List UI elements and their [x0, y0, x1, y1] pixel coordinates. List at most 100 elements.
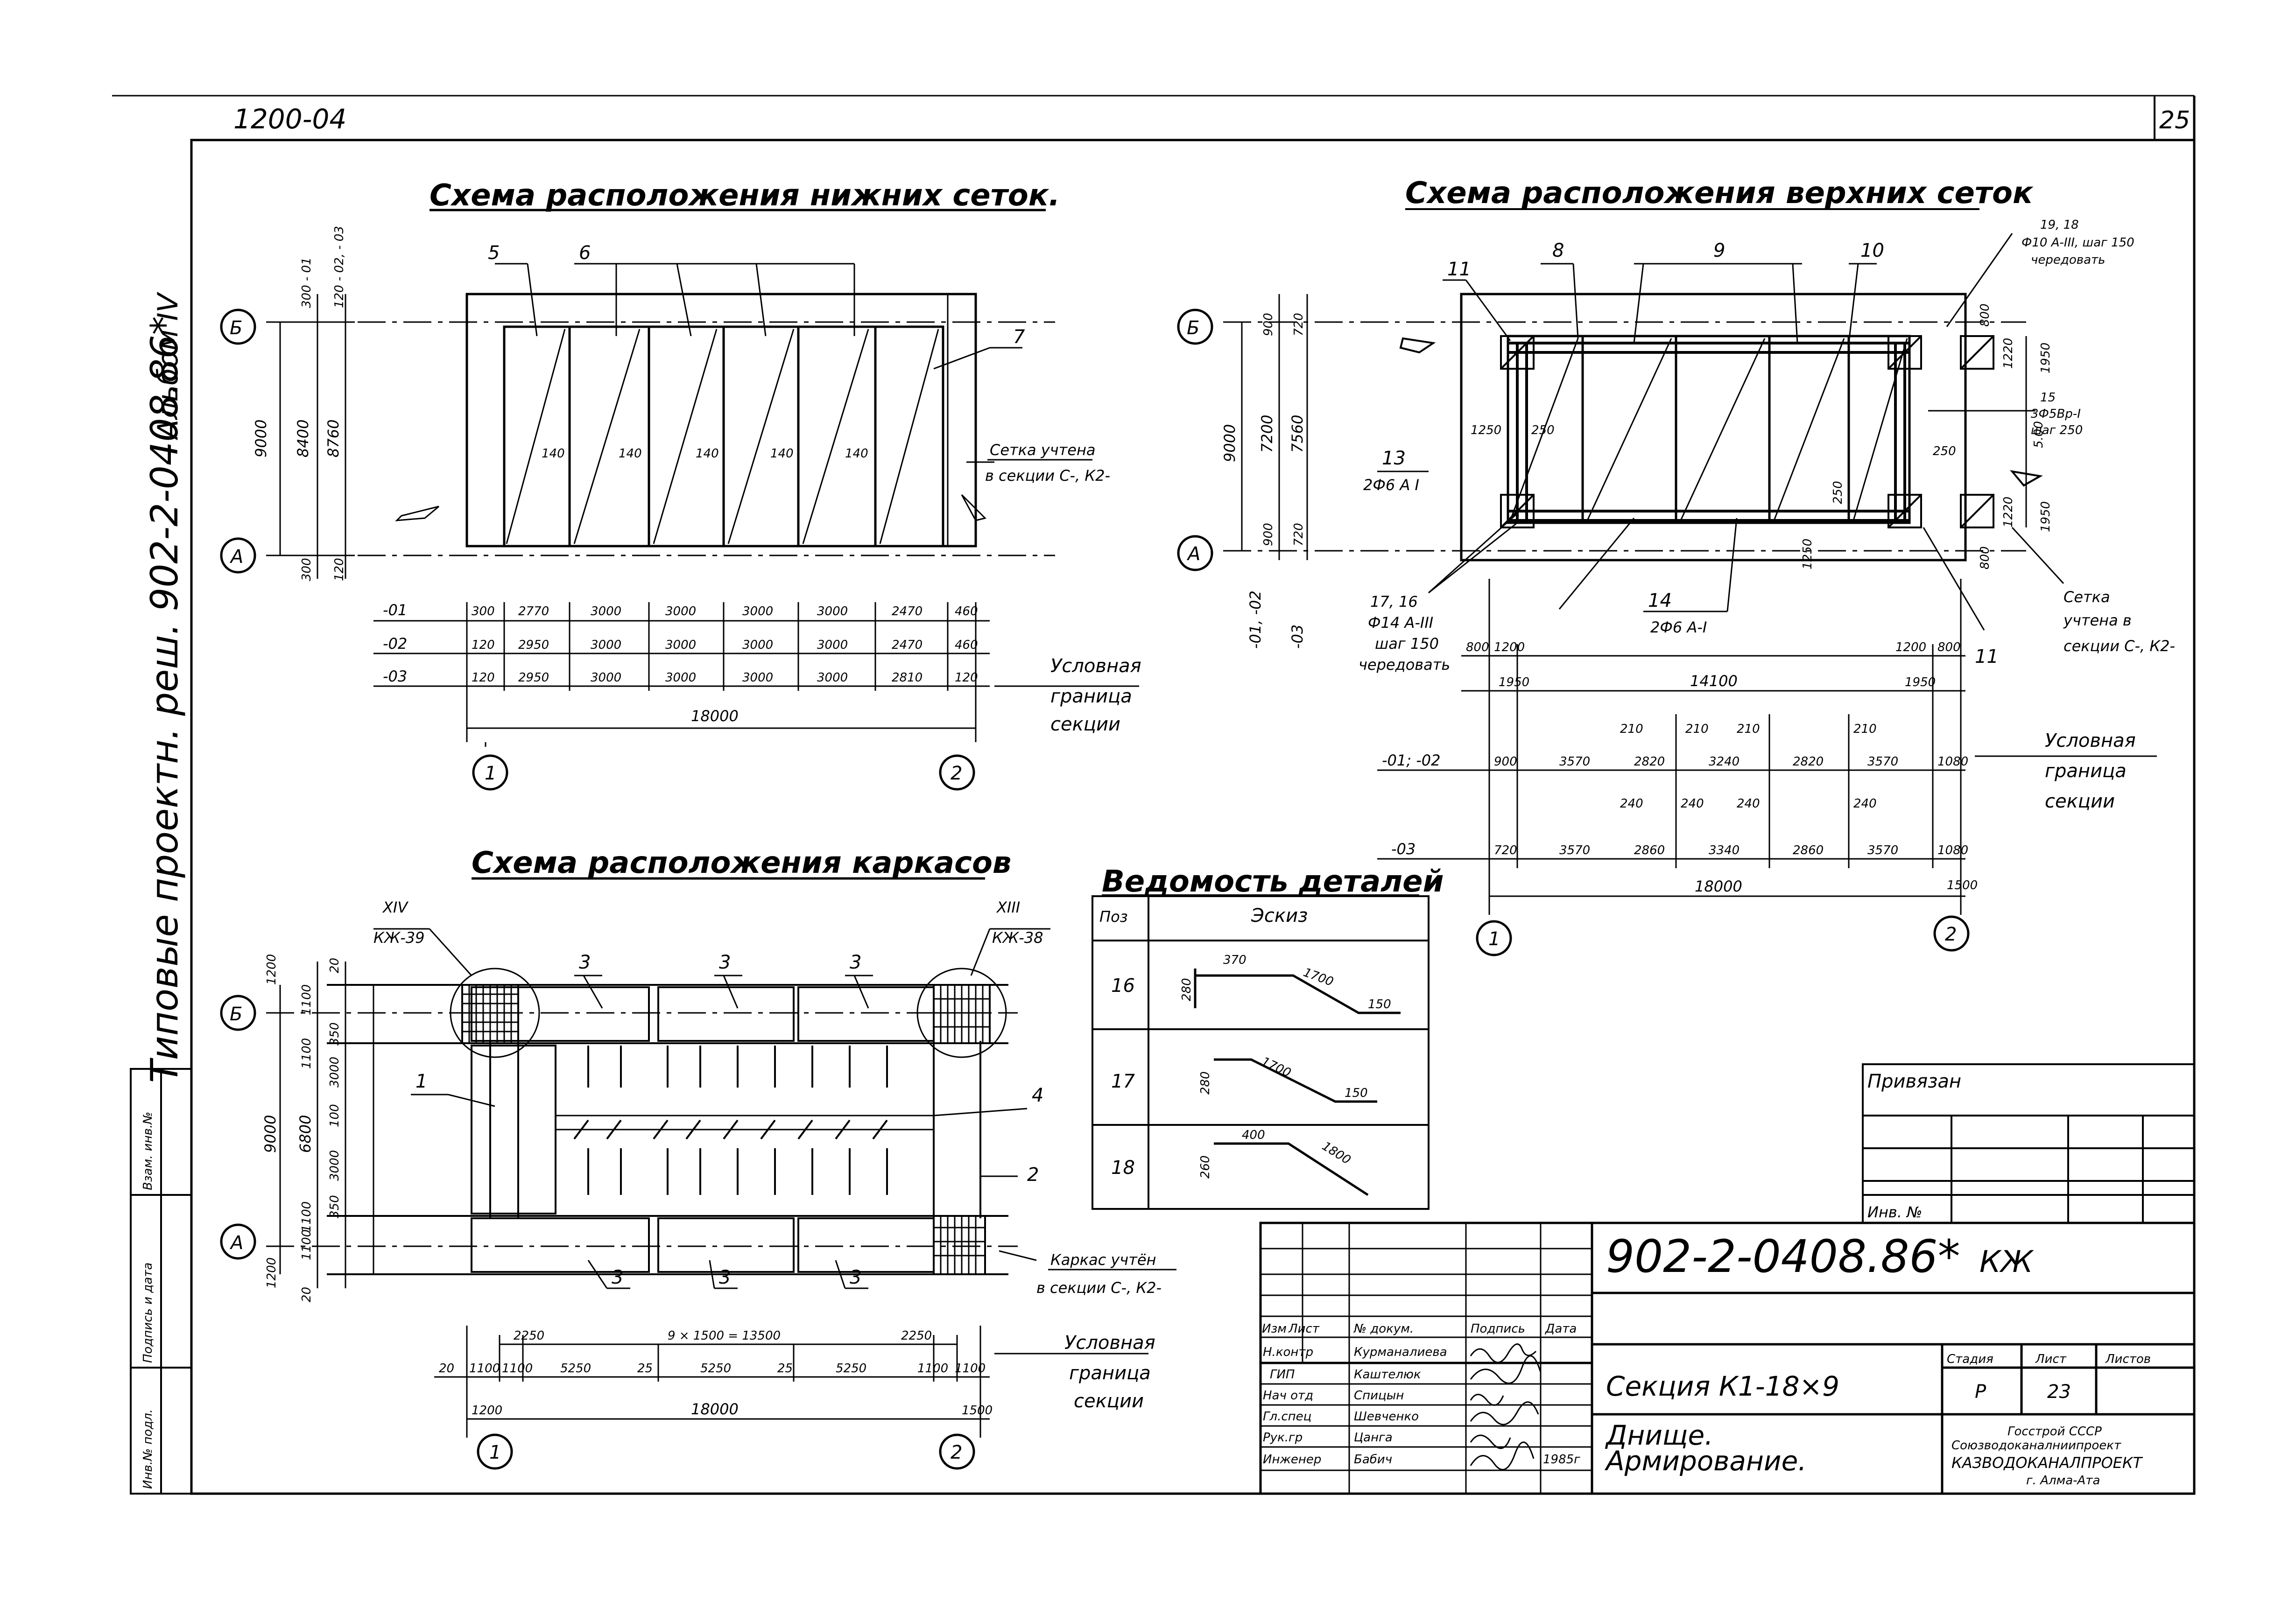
lower-r3-c6: 3000 — [817, 671, 848, 685]
frames-dim-5250-b: 5250 — [700, 1362, 731, 1376]
upper-vdim-9000: 9000 — [1221, 424, 1239, 462]
stamp-org-4: г. Алма-Ата — [2026, 1474, 2100, 1488]
lower-vdim-top-2: 120 - 02, - 03 — [332, 226, 346, 308]
frames-node-right-mark: КЖ-38 — [992, 929, 1043, 947]
frames-node-left-num: XIV — [382, 899, 408, 916]
details-18-d2: 1800 — [1319, 1139, 1353, 1167]
frames-axis-1: 1 — [489, 1442, 501, 1463]
lower-axis-2: 2 — [951, 763, 962, 784]
frames-vdim-1100-b: 1100 — [300, 1038, 314, 1069]
sheet-code: 1200-04 — [233, 103, 346, 135]
upper-note17-4: чередовать — [1359, 656, 1450, 674]
signature-marks — [1470, 1343, 1542, 1471]
stamp-role-5: Инженер — [1263, 1453, 1321, 1467]
upper-note13-1: 13 — [1382, 448, 1406, 469]
upper-dim-800-bot: 800 — [1978, 546, 1992, 569]
frames-boundary-3: секции — [1074, 1390, 1144, 1412]
stamp-name-4: Цанга — [1354, 1431, 1393, 1445]
frames-note-2: в секции С-, К2- — [1036, 1279, 1162, 1297]
upper-side-label-03: -03 — [1289, 625, 1306, 649]
lower-r3-c3: 3000 — [591, 671, 621, 685]
upper-row2-label: -03 — [1391, 840, 1416, 858]
upper-top-dim-1200-r: 1200 — [1895, 640, 1926, 654]
lower-callout-5: 5 — [488, 242, 500, 264]
frames-axis-a: А — [229, 1232, 243, 1254]
upper-dim-1950-bot: 1950 — [2039, 501, 2053, 532]
upper-r2-c2: 3570 — [1559, 843, 1590, 857]
frames-vdim-6800: 6800 — [296, 1115, 314, 1153]
upper-callout-8: 8 — [1552, 240, 1564, 261]
frames-dim-2250-r: 2250 — [901, 1329, 932, 1343]
upper-r2-c5: 2860 — [1793, 843, 1824, 857]
lower-vdim-bot-1: 300 — [300, 558, 314, 581]
stamp-h-doc: № докум. — [1353, 1322, 1414, 1336]
lower-boundary-1: Условная — [1050, 655, 1141, 677]
details-18-d1: 400 — [1242, 1128, 1265, 1142]
frames-vdim-350-a: 350 — [328, 1022, 342, 1046]
stamp-role-1: ГИП — [1270, 1368, 1295, 1382]
frames-dim-13500: 9 × 1500 = 13500 — [668, 1329, 781, 1343]
frames-total: 18000 — [691, 1400, 739, 1418]
series-title-vertical: Типовые проектн. реш. 902-2-0408.86* — [143, 316, 186, 1083]
lower-vdim-8760: 8760 — [324, 420, 342, 457]
lower-r1-c5: 3000 — [742, 604, 773, 618]
upper-note-top-1: 19, 18 — [2040, 218, 2079, 232]
upper-top-dim-800-l: 800 — [1466, 640, 1489, 654]
upper-dim-1220-top: 1220 — [2001, 338, 2015, 369]
lower-gap-1: 140 — [542, 447, 565, 461]
lower-gap-3: 140 — [696, 447, 719, 461]
lower-r2-c3: 3000 — [591, 638, 621, 652]
frames-callout-1: 1 — [416, 1071, 427, 1092]
stamp-sheet: 23 — [2047, 1381, 2071, 1403]
lower-r3-c1: 120 — [472, 671, 495, 685]
sheet-number: 25 — [2159, 106, 2190, 134]
side-stamp-sign: Подпись и дата — [141, 1263, 155, 1363]
details-17-d3: 280 — [1198, 1071, 1212, 1095]
frames-vdim-1200-bot: 1200 — [265, 1257, 279, 1288]
lower-row-label-02: -02 — [383, 635, 407, 653]
stamp-title-1: Днище. — [1605, 1419, 1713, 1451]
upper-note15-2: 3Ф5Вр-I — [2031, 407, 2081, 421]
frames-callout-3a: 3 — [579, 952, 591, 973]
lower-vdim-bot-2: 120 — [332, 558, 346, 581]
details-18-d3: 260 — [1198, 1155, 1212, 1179]
stamp-name-3: Шевченко — [1354, 1410, 1419, 1424]
details-pos-18: 18 — [1111, 1157, 1135, 1179]
upper-note-top-3: чередовать — [2031, 253, 2105, 267]
lower-axis-b: Б — [230, 317, 242, 339]
stamp-section: Секция К1-18×9 — [1606, 1370, 1839, 1402]
lower-r3-c4: 3000 — [665, 671, 696, 685]
stamp-list-h: Лист — [2035, 1352, 2067, 1366]
upper-dim-1250-r: 1250 — [1801, 539, 1815, 569]
upper-axis-b: Б — [1187, 317, 1199, 339]
lower-axis-1: 1 — [485, 763, 496, 784]
lower-dim-rows: -01 300 2770 3000 3000 3000 3000 2470 46… — [383, 601, 978, 725]
frames-dim-1100-b: 1100 — [502, 1362, 533, 1376]
lower-row-label-03: -03 — [383, 667, 407, 685]
frames-callout-3e: 3 — [719, 1267, 731, 1288]
frames-node-left — [450, 968, 540, 1058]
details-16-d2: 1700 — [1302, 965, 1335, 989]
upper-tail: 1500 — [1947, 878, 1978, 892]
lower-vdim-8400: 8400 — [294, 420, 312, 457]
lower-callout-6: 6 — [579, 242, 591, 264]
lower-r2-c4: 3000 — [665, 638, 696, 652]
frames-dim-1100-c: 1100 — [917, 1362, 948, 1376]
frames-boundary-1: Условная — [1064, 1332, 1155, 1354]
stamp-name-1: Каштелюк — [1354, 1368, 1421, 1382]
stamp-role-2: Нач отд — [1263, 1389, 1313, 1403]
frames-vdim-3000-b: 3000 — [328, 1150, 342, 1181]
details-col-pos: Поз — [1099, 908, 1128, 926]
frames-callout-3b: 3 — [719, 952, 731, 973]
lower-r2-c7: 2470 — [892, 638, 923, 652]
stamp-title-2: Армирование. — [1604, 1445, 1807, 1477]
frames-dim-2250-l: 2250 — [514, 1329, 544, 1343]
frames-dim-20: 20 — [439, 1362, 454, 1376]
frames-callout-2: 2 — [1027, 1164, 1039, 1186]
upper-r1-c5: 2820 — [1793, 755, 1824, 769]
lower-r1-c6: 3000 — [817, 604, 848, 618]
upper-boundary-2: граница — [2045, 760, 2127, 782]
frames-callout-3c: 3 — [850, 952, 861, 973]
upper-r2-c7: 1080 — [1937, 843, 1968, 857]
frames-vdim-350-b: 350 — [328, 1195, 342, 1218]
